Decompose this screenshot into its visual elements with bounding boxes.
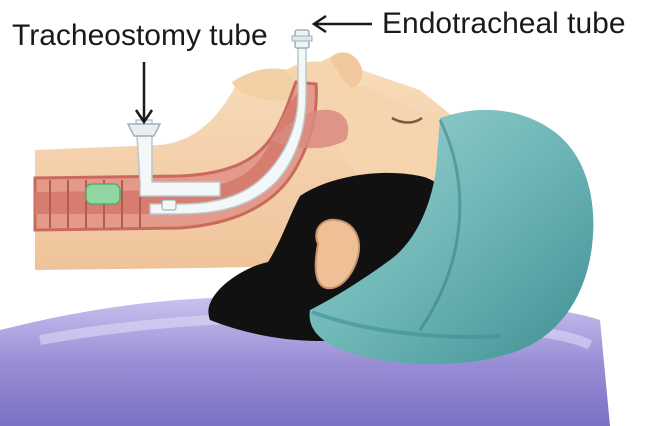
endotracheal-cuff-marker: [162, 200, 176, 210]
tracheostomy-tube-label: Tracheostomy tube: [12, 18, 268, 54]
endotracheal-port: [292, 36, 312, 41]
down-arrow-icon: [136, 62, 152, 122]
tracheostomy-cuff: [86, 184, 120, 204]
tracheostomy-flange: [128, 124, 160, 136]
endotracheal-tube-label: Endotracheal tube: [382, 6, 626, 42]
left-arrow-icon: [314, 16, 372, 32]
